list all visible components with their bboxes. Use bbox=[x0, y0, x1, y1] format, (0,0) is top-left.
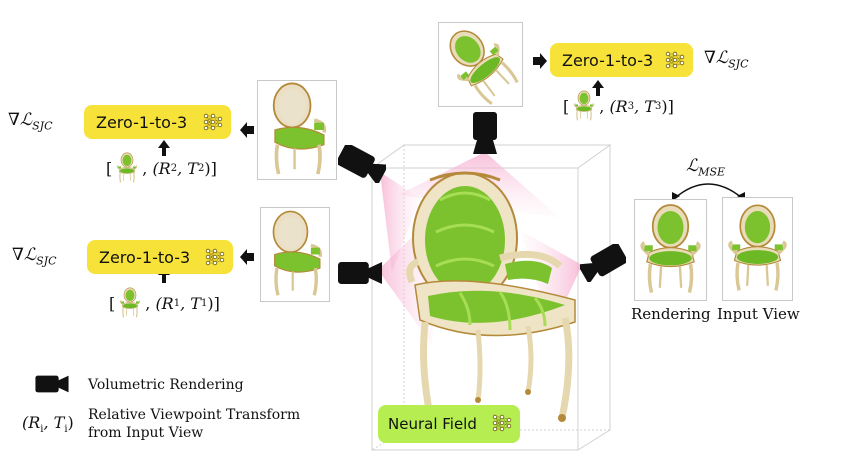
main-chair bbox=[406, 171, 576, 429]
bracket-close: )] bbox=[204, 158, 217, 178]
lower-left-view-image bbox=[260, 207, 330, 302]
paren-close: ) bbox=[67, 413, 74, 432]
upper-left-zero123-box: Zero-1-to-3 bbox=[84, 105, 231, 139]
top-camera-icon bbox=[473, 112, 497, 154]
legend-camera-icon bbox=[34, 374, 70, 394]
rotation-index: 2 bbox=[170, 162, 178, 174]
translation-symbol: , T bbox=[180, 293, 201, 313]
network-icon bbox=[203, 113, 223, 131]
grad-sjc-lower: ∇ℒSJC bbox=[12, 245, 57, 267]
lower-left-zero123-box: Zero-1-to-3 bbox=[87, 240, 233, 274]
loss-subscript: SJC bbox=[32, 119, 53, 133]
rotation-symbol: (R bbox=[609, 96, 628, 116]
lower-left-zero123-label: Zero-1-to-3 bbox=[99, 247, 191, 267]
nabla-symbol: ∇ bbox=[12, 245, 24, 265]
separator: , bbox=[599, 96, 605, 116]
grad-sjc-top: ∇ℒSJC bbox=[704, 48, 749, 70]
upper-left-view-image bbox=[257, 80, 337, 180]
bracket-open: [ bbox=[563, 96, 570, 116]
top-view-image bbox=[438, 22, 523, 107]
legend-transform-line1: Relative Viewpoint Transform bbox=[88, 407, 301, 423]
mse-symbol: ℒ bbox=[686, 156, 699, 176]
rendering-image bbox=[634, 199, 707, 301]
network-icon bbox=[665, 51, 685, 69]
network-icon bbox=[205, 248, 225, 266]
input-thumbnail bbox=[117, 287, 143, 319]
bracket-open: [ bbox=[109, 293, 116, 313]
rotation-symbol: (R bbox=[152, 158, 171, 178]
right-camera-icon bbox=[580, 244, 626, 282]
legend-transform-line2: from Input View bbox=[88, 425, 204, 441]
top-view-chair bbox=[439, 23, 522, 106]
upper-left-zero123-label: Zero-1-to-3 bbox=[96, 112, 188, 132]
loss-symbol: ℒ bbox=[715, 48, 729, 68]
rotation-index: 3 bbox=[627, 100, 635, 112]
input-view-image bbox=[722, 197, 793, 301]
translation-index: 2 bbox=[197, 162, 205, 174]
flow-arrows bbox=[240, 53, 547, 265]
separator: , bbox=[145, 293, 151, 313]
loss-symbol: ℒ bbox=[19, 110, 33, 130]
input-view-chair bbox=[723, 198, 792, 300]
loss-subscript: SJC bbox=[728, 57, 749, 71]
top-zero123-box: Zero-1-to-3 bbox=[550, 43, 693, 77]
rotation-index: 1 bbox=[173, 297, 181, 309]
legend-camera-text: Volumetric Rendering bbox=[88, 377, 244, 393]
upper-left-camera-frustum bbox=[380, 172, 420, 272]
grad-sjc-upper: ∇ℒSJC bbox=[8, 110, 53, 132]
input-thumbnail bbox=[114, 152, 140, 184]
separator: , bbox=[142, 158, 148, 178]
arrow-lower-left bbox=[240, 249, 254, 265]
translation-index: i bbox=[64, 424, 68, 436]
translation-index: 1 bbox=[200, 297, 208, 309]
rendering-chair bbox=[635, 200, 706, 300]
up-arrow-upper bbox=[158, 140, 170, 156]
rotation-symbol: (R bbox=[22, 413, 41, 432]
neural-field-label: Neural Field bbox=[388, 415, 477, 433]
upper-left-view-chair bbox=[258, 81, 336, 179]
translation-symbol: , T bbox=[43, 413, 65, 432]
top-zero123-label: Zero-1-to-3 bbox=[562, 50, 654, 70]
nabla-symbol: ∇ bbox=[8, 110, 20, 130]
bracket-close: )] bbox=[661, 96, 674, 116]
nabla-symbol: ∇ bbox=[704, 48, 716, 68]
translation-index: 3 bbox=[654, 100, 662, 112]
legend-transform-symbol: (Ri, Ti) bbox=[22, 414, 74, 439]
network-icon bbox=[492, 414, 512, 432]
input-view-caption: Input View bbox=[717, 305, 800, 323]
rendering-caption: Rendering bbox=[631, 305, 711, 323]
input-thumbnail bbox=[571, 90, 597, 122]
bracket-open: [ bbox=[106, 158, 113, 178]
arrow-to-top-pill bbox=[533, 53, 547, 69]
arrow-upper-left bbox=[240, 122, 254, 138]
rotation-index: i bbox=[40, 424, 44, 436]
mse-subscript: MSE bbox=[698, 165, 726, 179]
translation-symbol: , T bbox=[634, 96, 655, 116]
translation-symbol: , T bbox=[177, 158, 198, 178]
neural-field-box: Neural Field bbox=[378, 405, 520, 443]
bracket-close: )] bbox=[207, 293, 220, 313]
upper-left-camera-icon bbox=[338, 145, 386, 183]
loss-symbol: ℒ bbox=[23, 245, 37, 265]
up-arrow-top bbox=[592, 80, 604, 96]
rotation-symbol: (R bbox=[155, 293, 174, 313]
lower-left-camera-icon bbox=[338, 258, 382, 288]
lower-left-view-chair bbox=[261, 208, 329, 301]
loss-subscript: SJC bbox=[36, 254, 57, 268]
mse-loss-label: ℒMSE bbox=[686, 156, 725, 178]
